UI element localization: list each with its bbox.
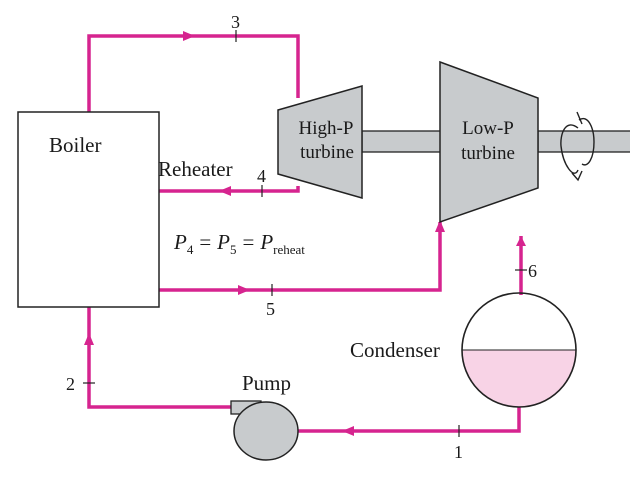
state-label-4: 4 [257, 166, 266, 186]
arrow-state-5 [238, 285, 250, 295]
hp-turbine-label-1: High-P [299, 118, 354, 139]
state-label-5: 5 [266, 299, 275, 319]
state-label-1: 1 [454, 442, 463, 462]
arrow-state-2 [84, 333, 94, 345]
pipe-state-2 [87, 307, 231, 409]
arrow-state-6 [516, 236, 526, 246]
condensate-liquid [462, 350, 576, 407]
pump [230, 400, 299, 461]
arrow-lp-inlet [435, 220, 445, 232]
pipe-state-1 [297, 405, 521, 433]
arrow-state-1 [342, 426, 354, 436]
boiler-box [17, 111, 160, 308]
rotation-icon [560, 111, 595, 182]
condenser-shell [461, 292, 577, 408]
pump-label: Pump [242, 371, 291, 395]
hp-turbine-label-2: turbine [300, 142, 354, 163]
eq-sub-reheat: reheat [273, 242, 305, 257]
flow-arrows [84, 31, 526, 436]
pipe-state-3 [87, 34, 300, 112]
shaft-output [537, 130, 630, 153]
eq-p4: P [173, 230, 187, 254]
arrow-state-4 [219, 186, 231, 196]
reheat-pressure-equation: P4=P5=Preheat [173, 230, 305, 257]
lp-turbine-body [439, 60, 539, 224]
state-label-2: 2 [66, 374, 75, 394]
lp-turbine-label-2: turbine [461, 143, 515, 164]
pump-casing [233, 401, 299, 461]
eq-p5: P [216, 230, 230, 254]
hp-turbine-body [277, 85, 363, 199]
eq-equals-2: = [243, 230, 255, 254]
boiler-label: Boiler [49, 133, 102, 157]
condenser [461, 292, 577, 408]
state-label-3: 3 [231, 12, 240, 32]
arrow-state-3 [183, 31, 195, 41]
condenser-label: Condenser [350, 338, 440, 362]
state-label-6: 6 [528, 261, 537, 281]
reheater-label: Reheater [158, 157, 233, 181]
lp-turbine-label-1: Low-P [462, 118, 514, 139]
state-ticks [83, 30, 527, 437]
eq-equals-1: = [199, 230, 211, 254]
eq-sub-5: 5 [230, 242, 237, 257]
shaft-hp-lp [361, 130, 443, 153]
eq-sub-4: 4 [187, 242, 194, 257]
eq-preheat: P [259, 230, 273, 254]
